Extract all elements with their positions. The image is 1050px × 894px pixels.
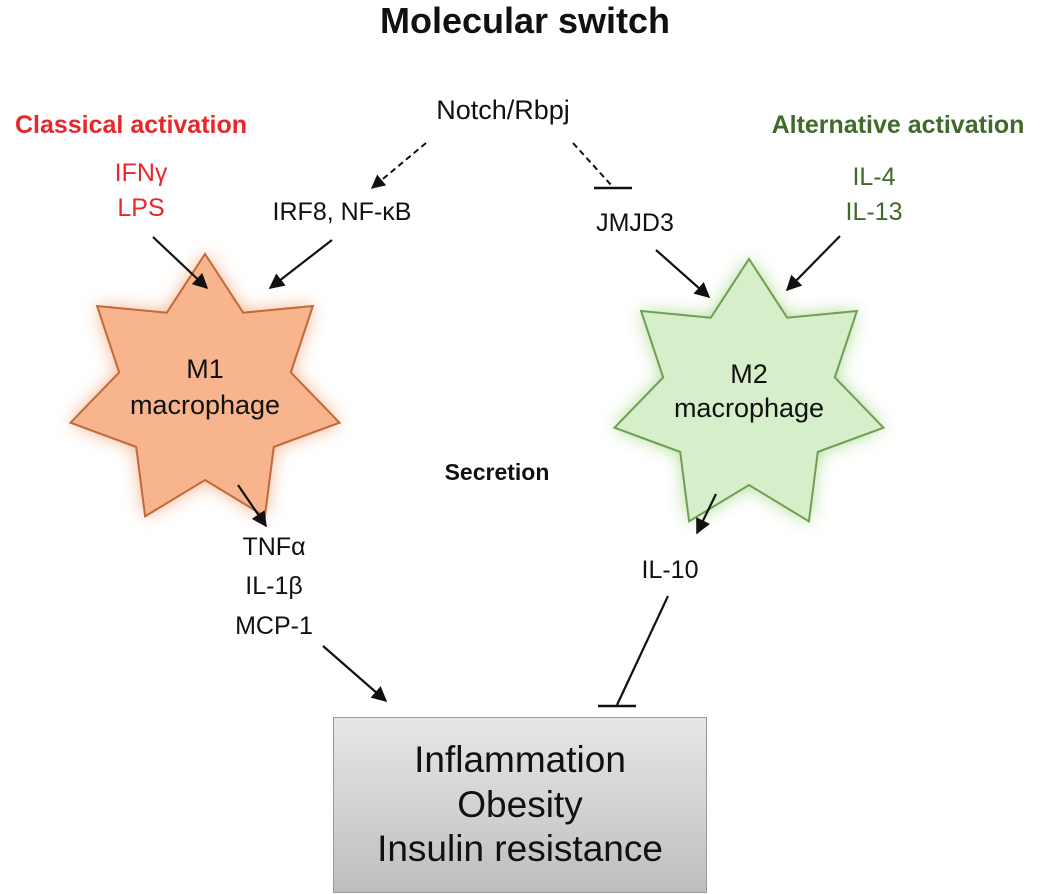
m2-label-line1: M2	[730, 359, 768, 389]
outcome-obesity: Obesity	[457, 783, 583, 825]
arrow-irf8-to-m1	[268, 239, 333, 289]
cytokine-tnfa: TNFα	[242, 533, 306, 561]
stimulus-lps: LPS	[117, 194, 165, 222]
outcome-inflammation: Inflammation	[414, 739, 626, 781]
secretion-label: Secretion	[444, 459, 550, 485]
cytokine-il10: IL-10	[641, 556, 699, 584]
jmjd3-label: JMJD3	[596, 209, 674, 237]
page-title: Molecular switch	[379, 0, 671, 41]
irf8-nfkb-label: IRF8, NF-κB	[272, 198, 412, 226]
classical-activation-heading: Classical activation	[14, 111, 248, 139]
alternative-activation-heading: Alternative activation	[771, 111, 1025, 139]
inhibit-il10-to-outcomes	[616, 595, 669, 706]
stimulus-il13: IL-13	[845, 198, 903, 226]
arrow-jmjd3-to-m2	[655, 249, 711, 299]
arrow-cytokines-to-outcomes	[322, 645, 388, 703]
m2-label-line2: macrophage	[673, 393, 825, 423]
arrow-m2-to-il10	[696, 493, 717, 535]
arrow-classical-to-m1	[152, 236, 209, 290]
arrow-notch-to-irf8	[370, 142, 427, 189]
m1-label-line1: M1	[186, 354, 224, 384]
m1-label-line2: macrophage	[129, 390, 281, 420]
arrow-alternative-to-m2	[785, 235, 841, 292]
cytokine-mcp1: MCP-1	[235, 612, 313, 640]
cytokine-il1b: IL-1β	[245, 572, 303, 600]
inhibit-notch-to-jmjd3	[572, 142, 613, 187]
m2-macrophage-star	[612, 257, 886, 523]
outcome-box: Inflammation Obesity Insulin resistance	[333, 717, 707, 893]
stimulus-il4: IL-4	[852, 163, 896, 191]
arrow-m1-to-cytokines	[237, 484, 267, 528]
notch-rbpj-label: Notch/Rbpj	[436, 95, 570, 125]
m1-macrophage-star	[68, 252, 342, 518]
stimulus-ifng: IFNγ	[114, 159, 168, 187]
outcome-insulin-resistance: Insulin resistance	[377, 828, 663, 870]
